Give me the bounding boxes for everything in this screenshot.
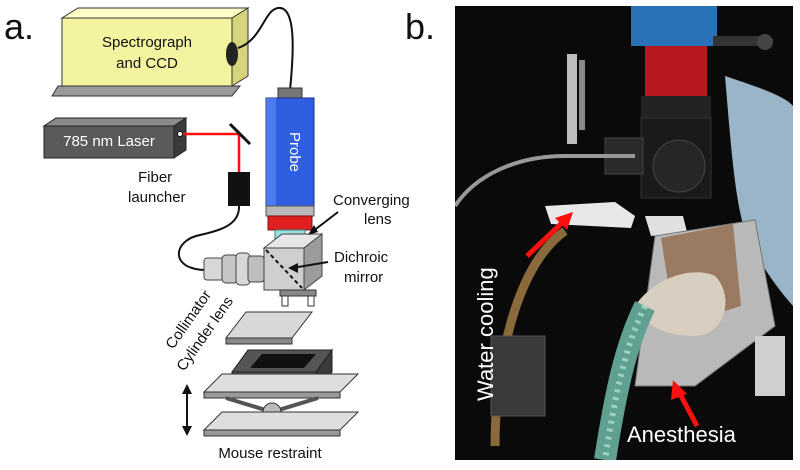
schematic-panel: a. Spectrograph and CCD Probe 785 nm Las… [4,6,410,462]
dichroic-label-1: Dichroic [334,249,389,266]
dichroic-mirror-line [265,249,303,289]
laser-box [43,125,175,159]
nose-cone [635,272,726,336]
collimator-part-3 [247,255,265,283]
laser-aperture [177,131,183,137]
camera-blue-housing [631,6,717,46]
blue-drape [725,76,793,306]
converging-arrowhead [308,225,318,235]
fiber-label-1: Fiber [138,169,172,186]
jack-bottom-edge [203,429,341,437]
spectrograph-top [60,7,250,19]
spectrograph-label-2: and CCD [116,55,178,72]
lower-mount [490,335,546,417]
dichroic-label-2: mirror [344,269,383,286]
fiber-cable-top [237,6,294,91]
spectrograph-box [61,17,233,87]
steering-mirror [228,122,252,146]
anesthesia-arrow [676,390,700,428]
probe-ring [265,205,315,217]
stage-right-block [755,336,785,396]
anesthesia-label: Anesthesia [627,422,737,447]
jack-bottom-plate [202,411,360,431]
probe-highlight [266,98,276,206]
mouse-restraint-label: Mouse restraint [218,445,322,462]
converging-label-2: lens [364,211,392,228]
water-cooling-label: Water cooling [473,267,498,401]
laser-top [42,117,188,127]
photo-illustration: Water cooling Anesthesia [455,6,793,460]
sample-plate-top [224,311,314,339]
bracket-left [281,295,289,307]
bracket-right [307,295,315,307]
fiber-label-2: launcher [128,189,186,206]
fiber-launcher-box [228,172,250,206]
laser-label: 785 nm Laser [63,133,155,150]
probe-label: Probe [286,132,303,172]
spectrograph-port [226,42,238,66]
cube-mount [279,289,317,297]
tape-right [645,216,687,236]
spectrograph-label-1: Spectrograph [102,34,192,51]
jack-top-plate [202,373,360,393]
panel-letter-b: b. [405,6,436,47]
dichroic-arrowhead [288,263,298,273]
jack-top-edge [203,391,341,399]
converging-arrow [311,211,339,233]
camera-knob [757,34,773,50]
probe-red-ring [267,215,313,231]
camera-arm [713,36,763,46]
probe-cap [277,87,303,99]
restraint-channel [250,354,316,368]
water-cooling-arrow [525,218,567,258]
anesthesia-hose-ribs [602,304,648,460]
anesthesia-arrowhead [671,380,687,400]
camera-lower-mount [641,96,711,118]
fiber-cable-photo [455,154,635,208]
photo-panel: Water cooling Anesthesia [455,6,793,460]
laser-beam [183,132,241,172]
converging-label-1: Converging [333,192,410,209]
optics-lens [652,139,706,193]
height-arrow-down [182,426,192,436]
water-cooling-arrowhead [555,212,573,230]
post-left-2 [579,60,585,130]
camera-red-ring [645,46,707,96]
panel-letter-a: a. [4,6,35,47]
post-left [567,54,577,144]
sample-plate-edge [225,337,293,345]
spectrograph-base [51,85,242,97]
schematic-diagram: Spectrograph and CCD Probe 785 nm Laser … [42,6,410,462]
fiber-cable-laser [178,205,241,271]
height-arrow-up [182,384,192,394]
